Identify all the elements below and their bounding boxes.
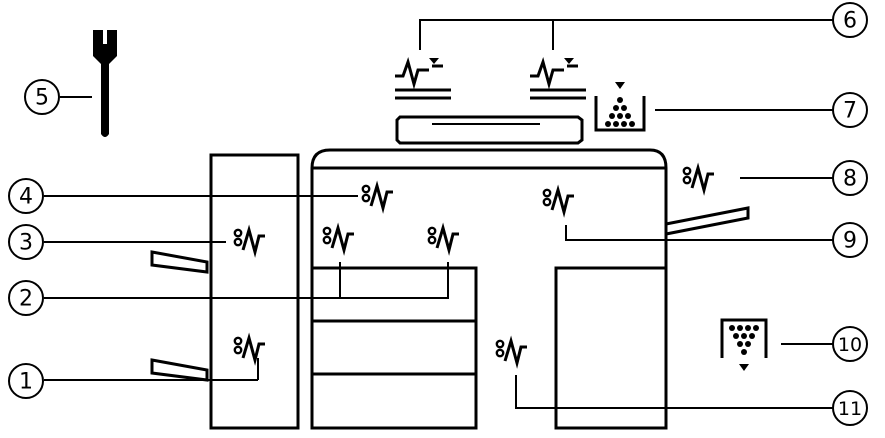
paper-jam-icon-4: [361, 184, 395, 210]
finisher-top-tray: [150, 250, 209, 274]
callout-3: 3: [8, 224, 44, 260]
callout-6-label: 6: [843, 9, 857, 34]
callout-10-label: 10: [838, 334, 862, 356]
callout-10: 10: [832, 326, 868, 362]
callout-2: 2: [8, 280, 44, 316]
leader-lines: [44, 19, 833, 409]
bypass-tray: [664, 206, 750, 236]
toner-waste-icon: [720, 318, 768, 371]
callout-1-label: 1: [19, 370, 33, 395]
callout-3-label: 3: [19, 231, 33, 256]
leader-line-11: [515, 375, 833, 409]
callout-5-label: 5: [35, 86, 49, 111]
callout-4: 4: [8, 178, 44, 214]
callout-6: 6: [832, 2, 868, 38]
paper-jam-icon-11: [495, 339, 529, 365]
wrench-icon: [93, 30, 117, 137]
finisher-unit: [209, 153, 300, 430]
callout-7-label: 7: [843, 99, 857, 124]
leader-line-9: [565, 225, 833, 241]
paper-jam-icon-2a: [322, 226, 356, 252]
document-feeder: [395, 115, 584, 145]
callout-5: 5: [24, 79, 60, 115]
paper-jam-icon-2b: [427, 226, 461, 252]
paper-jam-icon-9: [542, 188, 576, 214]
finisher-bottom-tray: [150, 358, 209, 382]
callout-9-label: 9: [843, 229, 857, 254]
callout-7: 7: [832, 92, 868, 128]
callout-11: 11: [832, 390, 868, 426]
callout-4-label: 4: [19, 185, 33, 210]
original-jam-icon-right: [528, 56, 588, 100]
toner-add-icon: [594, 82, 646, 132]
callout-2-label: 2: [19, 287, 33, 312]
callout-11-label: 11: [838, 398, 862, 420]
paper-drawers: [310, 266, 478, 430]
callout-9: 9: [832, 222, 868, 258]
original-jam-icon-left: [393, 56, 453, 100]
paper-jam-icon-1: [233, 336, 267, 362]
paper-jam-icon-3: [233, 228, 267, 254]
callout-8: 8: [832, 160, 868, 196]
callout-1: 1: [8, 363, 44, 399]
leader-line-6: [419, 19, 833, 50]
main-unit: [310, 148, 668, 428]
paper-jam-icon-8: [682, 166, 716, 192]
callout-8-label: 8: [843, 167, 857, 192]
leader-line-2b: [340, 262, 449, 299]
front-door: [554, 266, 668, 430]
leader-line-2a: [44, 262, 341, 299]
